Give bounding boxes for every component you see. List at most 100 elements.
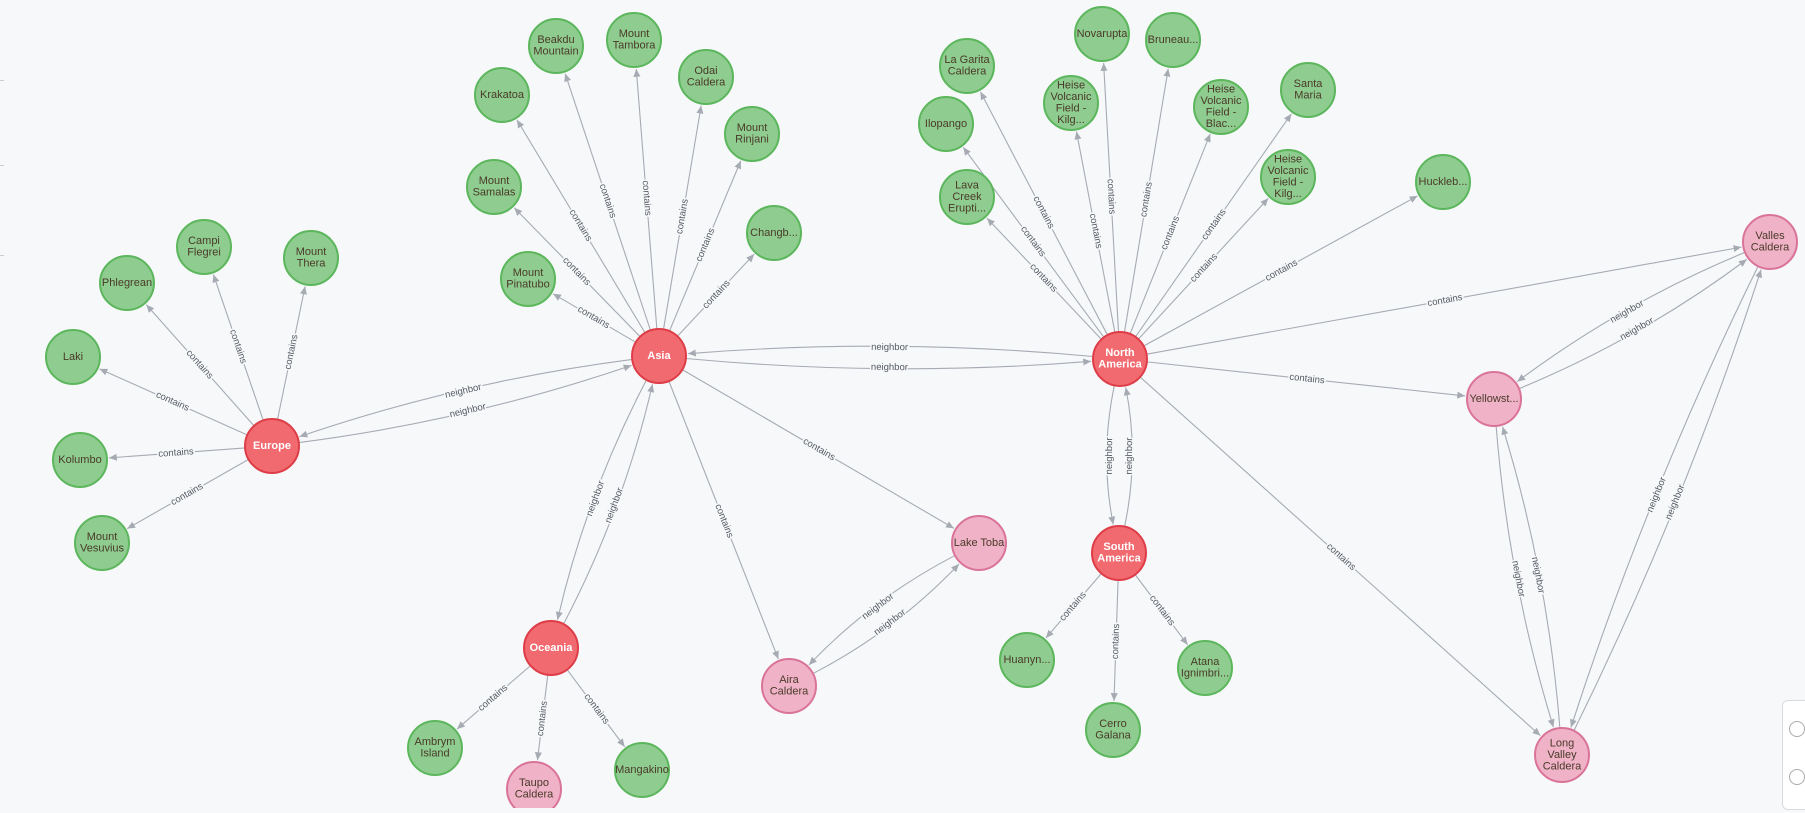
node-circle[interactable] xyxy=(474,67,530,123)
node-circle[interactable] xyxy=(1043,75,1099,131)
node-circle[interactable] xyxy=(1092,331,1148,387)
node-circle[interactable] xyxy=(999,632,1055,688)
node-yellowstone[interactable]: Yellowst... xyxy=(1466,371,1522,427)
node-circle[interactable] xyxy=(1193,79,1249,135)
edge-contains-namerica-huckleb[interactable]: contains xyxy=(1143,195,1418,347)
zoom-controls-panel[interactable] xyxy=(1782,700,1805,810)
edge-neighbor-namerica-asia[interactable]: neighbor xyxy=(687,340,1094,358)
edge-contains-namerica-lavacreek[interactable]: contains xyxy=(986,217,1102,340)
node-asia[interactable]: Asia xyxy=(631,328,687,384)
node-circle[interactable] xyxy=(724,106,780,162)
edge-neighbor-asia-europe[interactable]: neighbor xyxy=(299,358,633,438)
zoom-in-icon[interactable] xyxy=(1789,721,1805,737)
edge-contains-samerica-huanyn[interactable]: contains xyxy=(1045,573,1102,639)
edge-contains-samerica-atana[interactable]: contains xyxy=(1134,574,1189,646)
edge-contains-namerica-santamaria[interactable]: contains xyxy=(1135,113,1292,338)
edge-contains-namerica-yellowstone[interactable]: contains xyxy=(1146,361,1466,399)
edge-line[interactable] xyxy=(276,286,307,420)
edge-line[interactable] xyxy=(108,447,246,461)
edge-line[interactable] xyxy=(1143,195,1418,347)
edge-contains-europe-laki[interactable]: contains xyxy=(99,368,248,436)
edge-line[interactable] xyxy=(1100,62,1120,333)
edge-line[interactable] xyxy=(552,293,637,343)
node-circle[interactable] xyxy=(1534,727,1590,783)
node-circle[interactable] xyxy=(1091,525,1147,581)
edge-line[interactable] xyxy=(1074,131,1116,333)
edge-neighbor-laketoba-aira[interactable]: neighbor xyxy=(808,554,956,666)
node-laki[interactable]: Laki xyxy=(45,329,101,385)
node-laketoba[interactable]: Lake Toba xyxy=(951,515,1007,571)
edge-line[interactable] xyxy=(212,274,264,421)
edge-line[interactable] xyxy=(1123,387,1133,527)
node-circle[interactable] xyxy=(99,255,155,311)
edge-neighbor-namerica-samerica[interactable]: neighbor xyxy=(1102,385,1117,525)
node-changb[interactable]: Changb... xyxy=(746,205,802,261)
edge-line[interactable] xyxy=(513,207,641,338)
edge-line[interactable] xyxy=(126,458,249,530)
edge-line[interactable] xyxy=(685,357,1092,370)
node-circle[interactable] xyxy=(631,328,687,384)
edge-line[interactable] xyxy=(1123,68,1171,333)
edge-line[interactable] xyxy=(555,379,647,620)
node-circle[interactable] xyxy=(1260,149,1316,205)
node-europe[interactable]: Europe xyxy=(244,418,300,474)
edge-contains-asia-odai[interactable]: contains xyxy=(662,105,704,330)
edge-contains-namerica-heise3[interactable]: contains xyxy=(1137,197,1269,340)
edge-contains-europe-vesuvius[interactable]: contains xyxy=(126,458,249,530)
edge-neighbor-asia-oceania[interactable]: neighbor xyxy=(555,379,647,620)
node-phlegrean[interactable]: Phlegrean xyxy=(99,255,155,311)
edge-line[interactable] xyxy=(808,554,956,666)
node-circle[interactable] xyxy=(1145,12,1201,68)
edge-line[interactable] xyxy=(668,160,742,332)
node-mangakino[interactable]: Mangakino xyxy=(614,742,670,798)
edge-line[interactable] xyxy=(99,368,248,436)
node-circle[interactable] xyxy=(614,742,670,798)
edge-neighbor-aira-laketoba[interactable]: neighbor xyxy=(812,563,960,675)
edge-neighbor-samerica-namerica[interactable]: neighbor xyxy=(1122,387,1137,527)
node-circle[interactable] xyxy=(678,49,734,105)
node-circle[interactable] xyxy=(606,12,662,68)
node-circle[interactable] xyxy=(52,432,108,488)
edge-line[interactable] xyxy=(534,674,549,761)
zoom-out-icon[interactable] xyxy=(1789,769,1805,785)
edge-contains-samerica-cerrogalana[interactable]: contains xyxy=(1108,579,1124,702)
node-circle[interactable] xyxy=(528,18,584,74)
node-circle[interactable] xyxy=(1177,640,1233,696)
edge-contains-europe-kolumbo[interactable]: contains xyxy=(108,445,246,461)
edge-line[interactable] xyxy=(299,358,633,438)
edge-line[interactable] xyxy=(1137,197,1269,340)
edge-line[interactable] xyxy=(986,217,1102,340)
node-circle[interactable] xyxy=(283,230,339,286)
edge-neighbor-yellowstone-valles[interactable]: neighbor xyxy=(1518,258,1748,390)
node-circle[interactable] xyxy=(918,96,974,152)
edge-line[interactable] xyxy=(687,345,1094,358)
edge-line[interactable] xyxy=(1139,376,1541,737)
edge-contains-europe-phlegrean[interactable]: contains xyxy=(145,304,255,427)
edge-neighbor-europe-asia[interactable]: neighbor xyxy=(298,364,632,444)
edge-contains-asia-changb[interactable]: contains xyxy=(677,253,755,337)
edge-contains-asia-tambora[interactable]: contains xyxy=(633,68,658,330)
node-circle[interactable] xyxy=(176,219,232,275)
edge-contains-namerica-novarupta[interactable]: contains xyxy=(1100,62,1120,333)
node-huanyn[interactable]: Huanyn... xyxy=(999,632,1055,688)
edge-neighbor-longvalley-valles[interactable]: neighbor xyxy=(1573,269,1762,732)
edge-line[interactable] xyxy=(682,369,955,529)
edge-line[interactable] xyxy=(563,384,655,625)
edge-line[interactable] xyxy=(1570,265,1759,728)
node-krakatoa[interactable]: Krakatoa xyxy=(474,67,530,123)
